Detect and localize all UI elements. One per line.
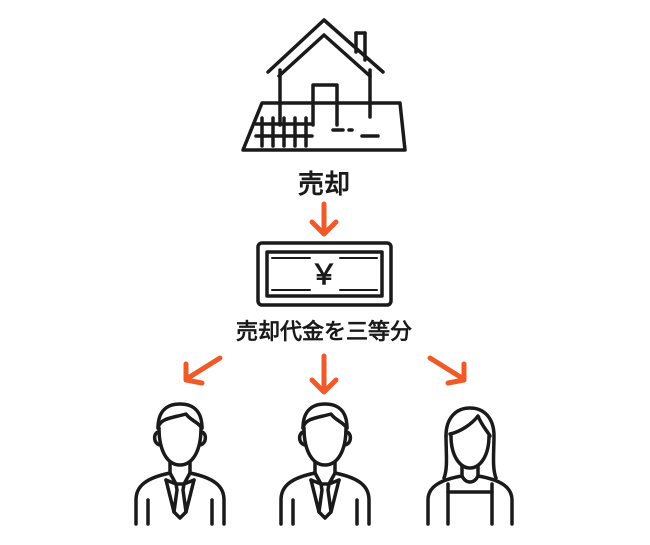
split-label: 売却代金を三等分 xyxy=(236,319,412,345)
sale-label: 売却 xyxy=(298,170,350,200)
woman-icon xyxy=(426,406,514,526)
arrow-left-icon xyxy=(183,355,223,386)
man-icon xyxy=(134,402,226,526)
arrow-right-icon xyxy=(427,355,467,386)
banknote-icon xyxy=(256,241,393,307)
yen-symbol: ￥ xyxy=(310,258,338,291)
arrow-down-center-icon xyxy=(309,353,339,395)
house-icon xyxy=(241,18,407,152)
man-icon xyxy=(279,402,371,526)
arrow-down-icon xyxy=(309,201,339,237)
